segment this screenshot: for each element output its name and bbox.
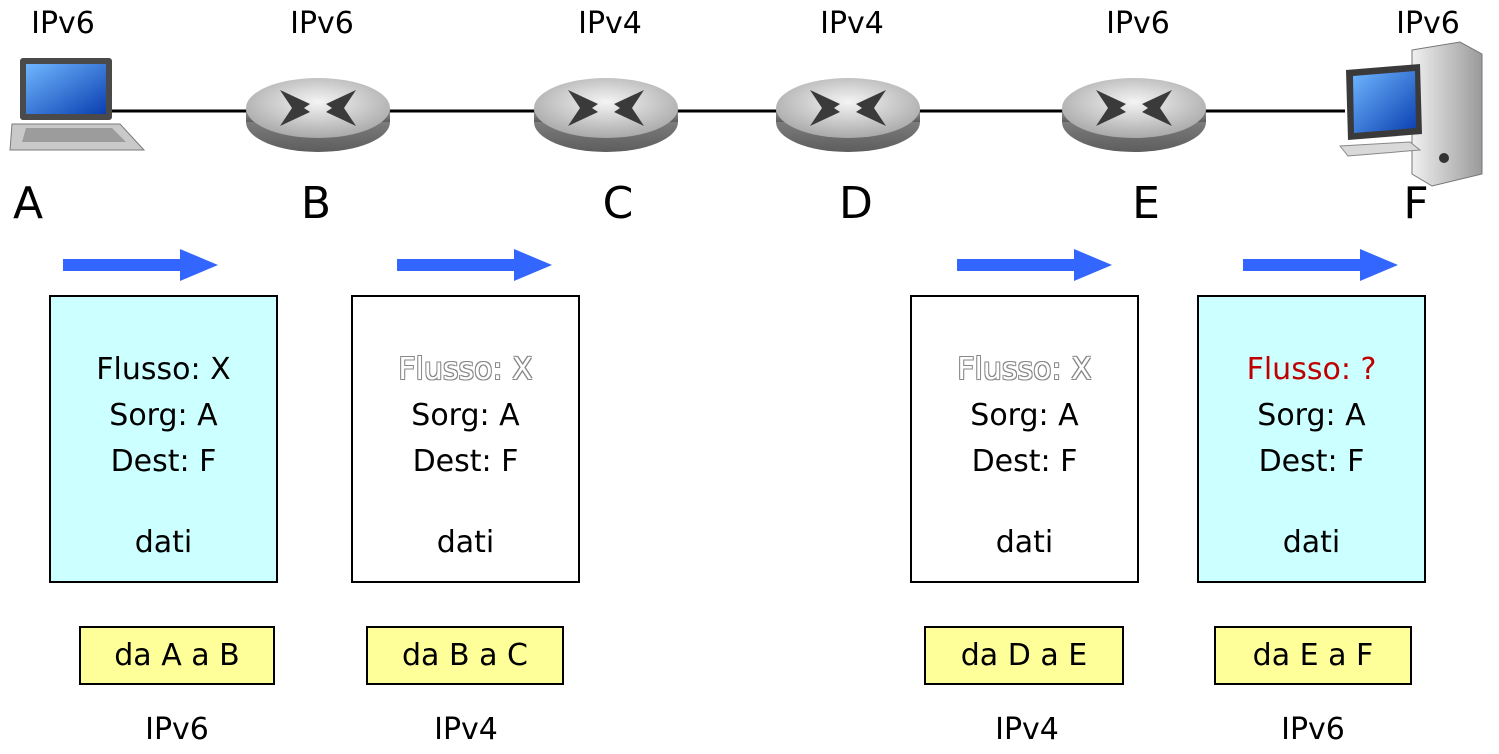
hop-label-a-b: da A a B: [79, 626, 275, 685]
packet-destination: Dest: F: [1258, 444, 1365, 479]
link-protocol-d-e: IPv4: [995, 712, 1059, 747]
node-protocol-b: IPv6: [290, 6, 354, 41]
packet-destination: Dest: F: [110, 444, 217, 479]
desktop-computer-icon: [1339, 41, 1483, 187]
packet-source: Sorg: A: [109, 398, 218, 433]
packet-flow-label: Flusso: ?: [1246, 352, 1377, 387]
node-label-b: B: [300, 178, 332, 229]
forward-arrow: [1243, 249, 1398, 281]
laptop-icon: [9, 58, 146, 151]
node-protocol-d: IPv4: [820, 6, 884, 41]
node-label-a: A: [12, 178, 44, 229]
node-label-e: E: [1132, 178, 1160, 229]
packet-data: dati: [995, 525, 1054, 560]
node-protocol-a: IPv6: [31, 6, 95, 41]
router-icon-c: [534, 78, 678, 152]
node-label-f: F: [1403, 178, 1429, 229]
forward-arrow: [957, 249, 1112, 281]
hop-label-d-e: da D a E: [924, 626, 1124, 685]
hop-label-b-c: da B a C: [366, 626, 564, 685]
packet-data: dati: [134, 525, 193, 560]
node-label-c: C: [602, 178, 634, 229]
packet-source: Sorg: A: [1257, 398, 1366, 433]
packet-flow-label: Flusso: X: [398, 352, 533, 387]
packet-ipv4-d-e: Flusso: X Sorg: A Dest: F dati: [910, 295, 1139, 583]
link-protocol-e-f: IPv6: [1281, 712, 1345, 747]
node-protocol-f: IPv6: [1396, 6, 1460, 41]
router-icon-b: [246, 78, 390, 152]
packet-data: dati: [436, 525, 495, 560]
packet-ipv6-e-f: Flusso: ? Sorg: A Dest: F dati: [1197, 295, 1426, 583]
packet-ipv6-a-b: Flusso: X Sorg: A Dest: F dati: [49, 295, 278, 583]
packet-flow-label: Flusso: X: [957, 352, 1092, 387]
packet-source: Sorg: A: [970, 398, 1079, 433]
node-protocol-c: IPv4: [578, 6, 642, 41]
router-icon-e: [1062, 78, 1206, 152]
link-protocol-b-c: IPv4: [434, 712, 498, 747]
packet-destination: Dest: F: [971, 444, 1078, 479]
link-protocol-a-b: IPv6: [145, 712, 209, 747]
node-label-d: D: [839, 178, 873, 229]
hop-label-e-f: da E a F: [1214, 626, 1412, 685]
node-protocol-e: IPv6: [1106, 6, 1170, 41]
forward-arrow: [397, 249, 552, 281]
packet-flow-label: Flusso: X: [96, 352, 231, 387]
packet-destination: Dest: F: [412, 444, 519, 479]
packet-ipv4-b-c: Flusso: X Sorg: A Dest: F dati: [351, 295, 580, 583]
forward-arrow: [63, 249, 218, 281]
packet-data: dati: [1282, 525, 1341, 560]
packet-source: Sorg: A: [411, 398, 520, 433]
router-icon-d: [776, 78, 920, 152]
